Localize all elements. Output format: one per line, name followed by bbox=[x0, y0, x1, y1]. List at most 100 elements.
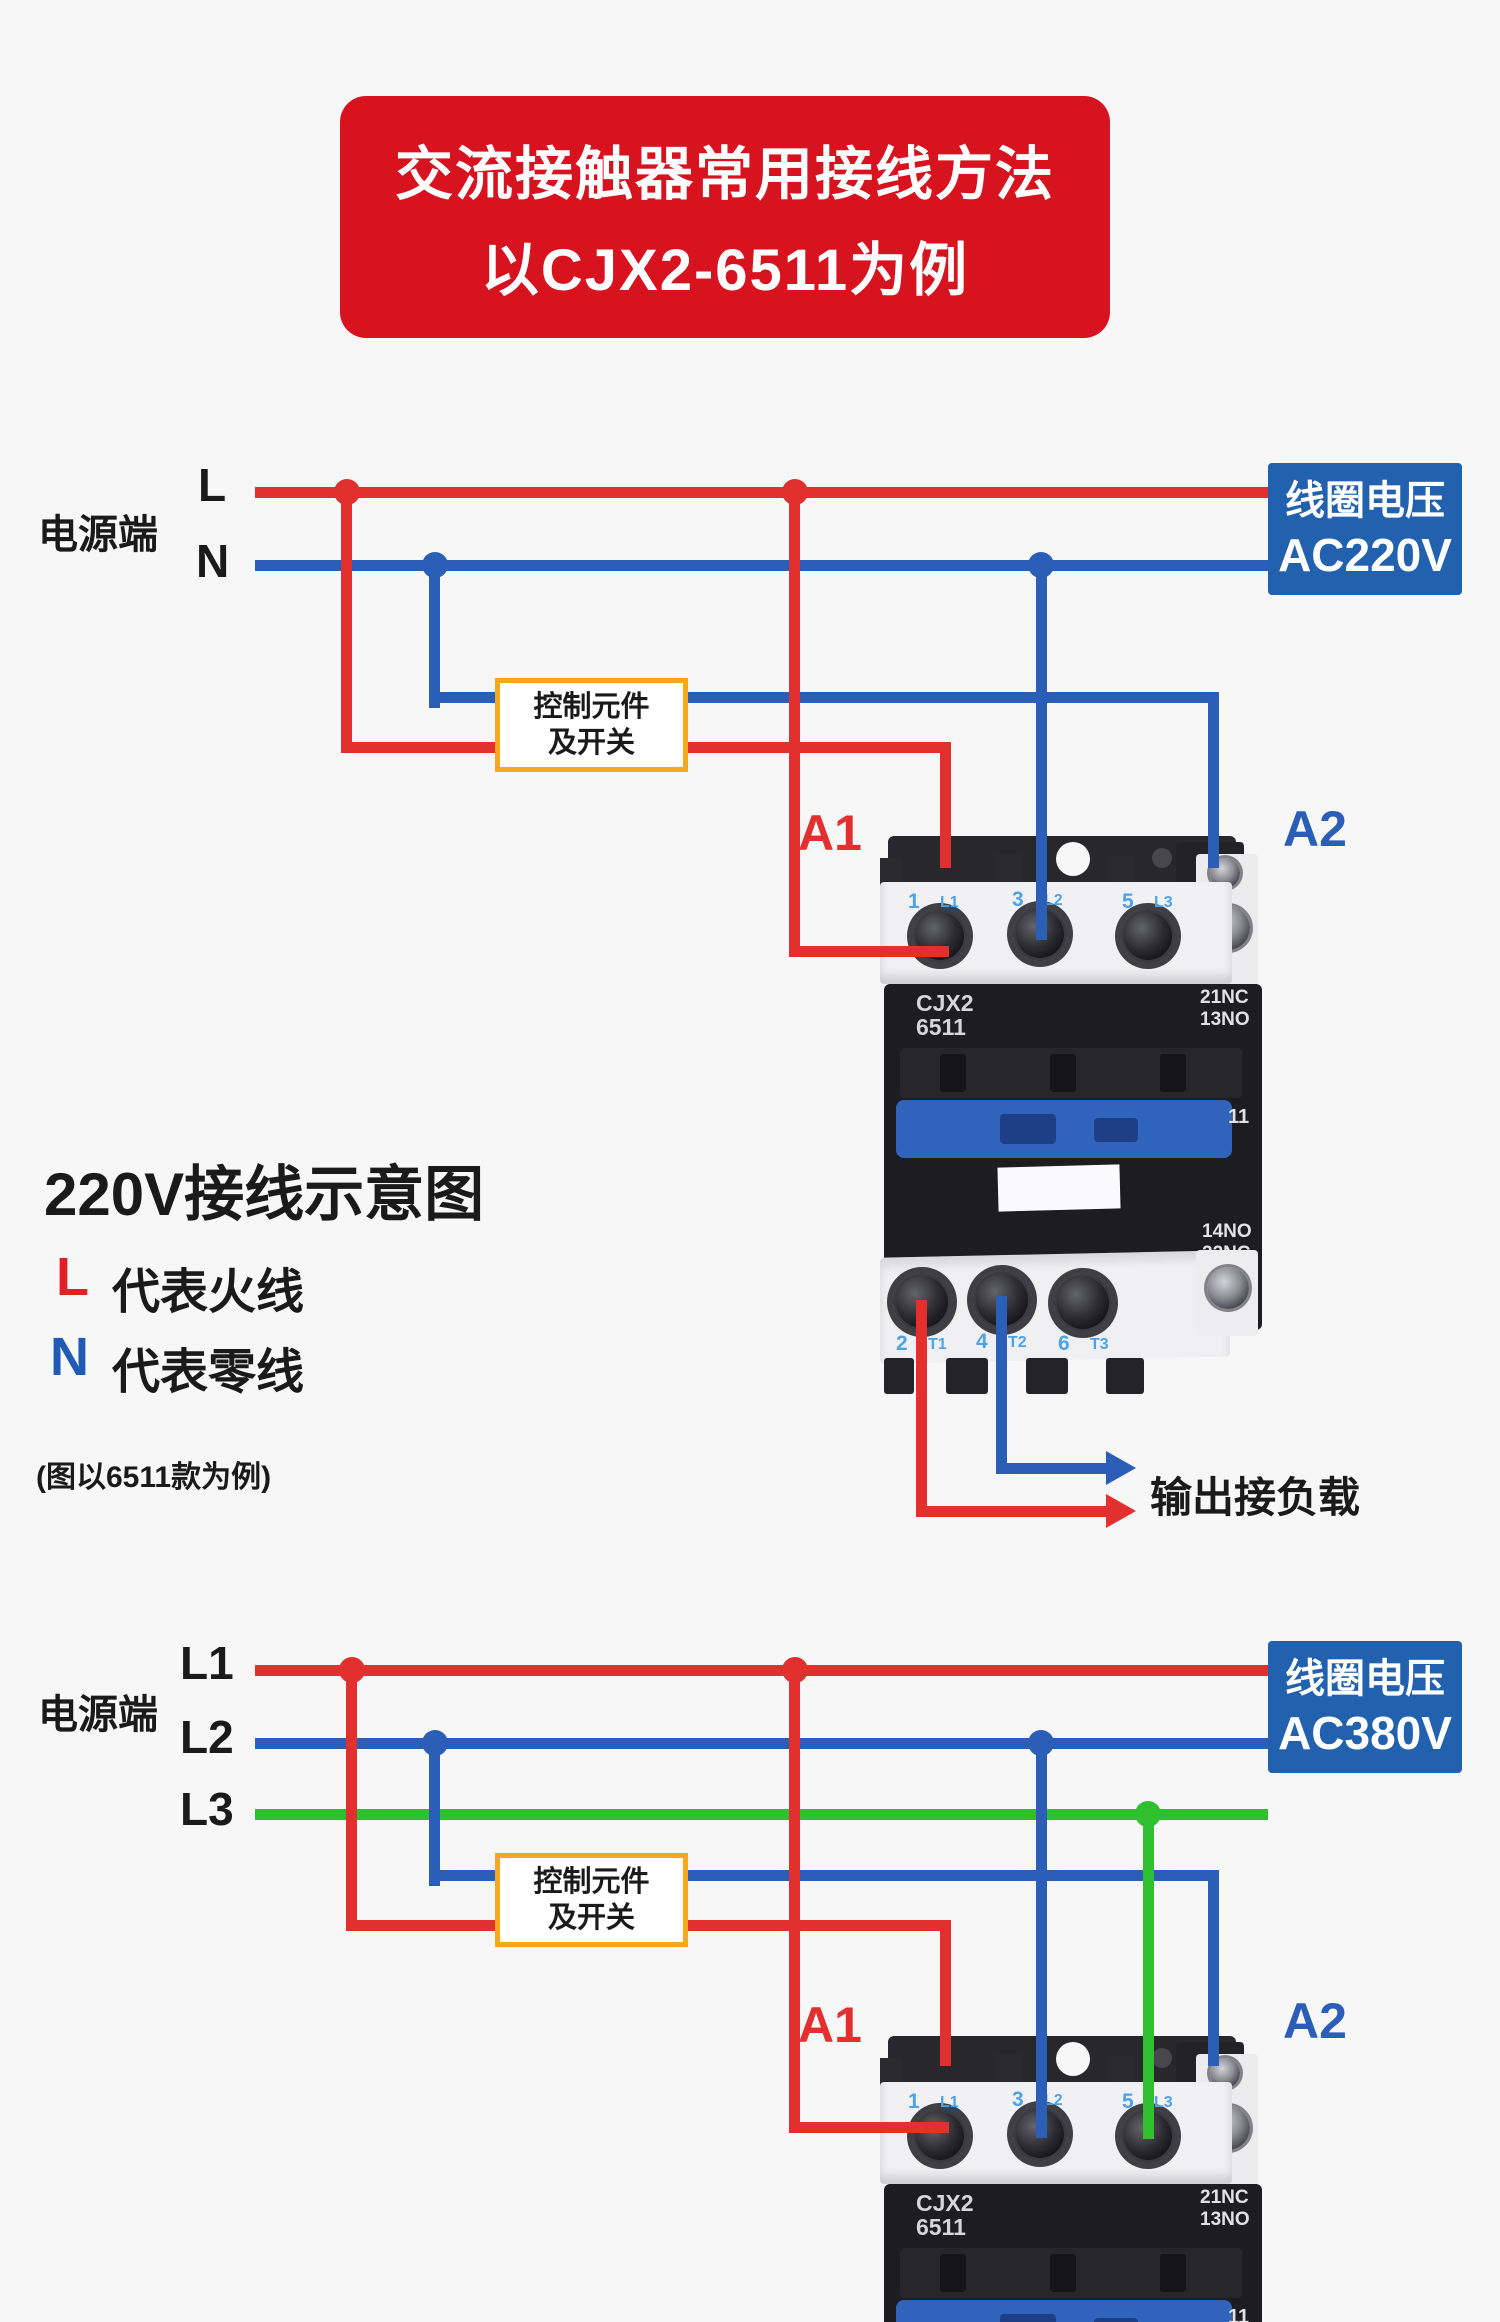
terminal-label: L1 bbox=[940, 894, 959, 911]
mounting-hole bbox=[1056, 842, 1090, 876]
banner-title-line2: 以CJX2-6511为例 bbox=[480, 238, 970, 303]
terminal-number: 2 bbox=[896, 1332, 908, 1355]
mounting-hole bbox=[1152, 2048, 1172, 2068]
wire-380v-line-L2 bbox=[255, 1738, 1268, 1749]
line-L3-label: L3 bbox=[180, 1783, 234, 1835]
coil-terminal-a1-label-380v: A1 bbox=[798, 1997, 862, 2053]
wire-220v-a1-horizontal bbox=[688, 742, 951, 753]
coil-terminal-a2-label-220v: A2 bbox=[1283, 801, 1347, 857]
power-source-label-220v: 电源端 bbox=[38, 513, 158, 557]
coil-box-line2: AC220V bbox=[1278, 529, 1452, 581]
label-patch bbox=[997, 1164, 1121, 1212]
line-L2-label: L2 bbox=[180, 1711, 234, 1763]
terminal-number: 3 bbox=[1012, 888, 1024, 911]
contactor-model-line2: 6511 bbox=[916, 2214, 966, 2240]
contactor-slot bbox=[940, 2254, 966, 2292]
wire-220v-output-red-drop bbox=[916, 1300, 927, 1517]
wire-380v-L1-to-control-horizontal bbox=[346, 1920, 495, 1931]
wire-220v-L-feed-to-terminal1 bbox=[789, 946, 949, 957]
aux-contact-label: 14NO bbox=[1202, 1221, 1252, 1242]
contactor-slot bbox=[1160, 2254, 1186, 2292]
junction-dot bbox=[422, 1730, 448, 1756]
terminal-number: 5 bbox=[1122, 2090, 1134, 2113]
terminal-label: L3 bbox=[1154, 894, 1173, 911]
wire-380v-L1-feed-to-terminal1 bbox=[789, 2122, 949, 2133]
wire-380v-a1-drop bbox=[940, 1920, 951, 2066]
wire-220v-a1-drop bbox=[940, 742, 951, 868]
wire-220v-line-L bbox=[255, 487, 1268, 498]
terminal-label: T1 bbox=[928, 1336, 947, 1353]
coil-box-line1: 线圈电压 bbox=[1285, 479, 1445, 523]
legend-title: 220V接线示意图 bbox=[44, 1161, 485, 1228]
aux-contact-label: 13NO bbox=[1200, 1009, 1250, 1030]
wire-220v-a2-horizontal bbox=[688, 692, 1219, 703]
wire-380v-line-L1 bbox=[255, 1665, 1268, 1676]
junction-dot bbox=[1028, 552, 1054, 578]
contactor-foot bbox=[946, 1358, 988, 1394]
control-box-line1: 控制元件 bbox=[533, 1866, 650, 1898]
side-label: 11 bbox=[1228, 2306, 1250, 2322]
wire-380v-L1-feed-drop bbox=[789, 1665, 800, 2133]
wire-220v-L-to-control-drop bbox=[341, 487, 352, 753]
terminal-number: 4 bbox=[976, 1330, 988, 1353]
contactor-slot bbox=[1050, 2254, 1076, 2292]
terminal-screw-5 bbox=[1121, 909, 1175, 963]
legend-note: (图以6511款为例) bbox=[36, 1461, 272, 1494]
wire-220v-L-feed-drop bbox=[789, 487, 800, 957]
line-L-label: L bbox=[198, 459, 227, 511]
output-arrow-blue-icon bbox=[1106, 1451, 1136, 1485]
coil-terminal-a2-label-380v: A2 bbox=[1283, 1993, 1347, 2049]
wire-380v-a2-horizontal bbox=[688, 1870, 1219, 1881]
legend-N-key: N bbox=[50, 1327, 89, 1387]
legend-L-key: L bbox=[56, 1247, 89, 1307]
aux-screw bbox=[1207, 1267, 1249, 1309]
junction-dot bbox=[1028, 1730, 1054, 1756]
legend-L-desc: 代表火线 bbox=[112, 1266, 305, 1319]
contactor-rocker bbox=[896, 2300, 1232, 2322]
wire-380v-L1-to-control-drop bbox=[346, 1665, 357, 1931]
junction-dot bbox=[334, 479, 360, 505]
coil-box-line2: AC380V bbox=[1278, 1707, 1452, 1759]
aux-contact-label: 21NC bbox=[1200, 2187, 1249, 2208]
junction-dot bbox=[339, 1657, 365, 1683]
contactor-photo-220v: 1 L1 3 L2 5 L3 CJX2 6511 21NC 13NO 11 14… bbox=[880, 836, 1270, 1396]
wire-380v-L2-to-control-horizontal bbox=[429, 1870, 495, 1881]
control-box-line2: 及开关 bbox=[547, 1902, 635, 1934]
coil-box-line1: 线圈电压 bbox=[1285, 1657, 1445, 1701]
coil-terminal-a1-label-220v: A1 bbox=[798, 805, 862, 861]
wire-380v-L2-feed-to-terminal3 bbox=[1036, 1738, 1047, 2138]
control-box-line1: 控制元件 bbox=[533, 691, 650, 723]
contactor-model-line2: 6511 bbox=[916, 1014, 966, 1040]
terminal-screw-1 bbox=[913, 2109, 967, 2163]
wire-380v-a2-drop bbox=[1208, 1870, 1219, 2066]
terminal-label: L2 bbox=[1044, 2092, 1063, 2109]
junction-dot bbox=[1135, 1801, 1161, 1827]
title-banner: 交流接触器常用接线方法 以CJX2-6511为例 bbox=[340, 96, 1110, 338]
contactor-model-line1: CJX2 bbox=[916, 2190, 974, 2216]
rocker-notch bbox=[1094, 1118, 1138, 1142]
line-N-label: N bbox=[196, 535, 230, 587]
aux-contact-label: 21NC bbox=[1200, 987, 1249, 1008]
contactor-slot bbox=[1160, 1054, 1186, 1092]
control-box-220v: 控制元件 及开关 bbox=[495, 678, 688, 772]
legend-N-desc: 代表零线 bbox=[112, 1346, 305, 1399]
terminal-number: 5 bbox=[1122, 890, 1134, 913]
rocker-notch bbox=[1094, 2318, 1138, 2322]
contactor-foot bbox=[884, 1358, 914, 1394]
wire-220v-line-N bbox=[255, 560, 1268, 571]
wire-220v-output-blue-horizontal bbox=[996, 1463, 1110, 1474]
contactor-slot bbox=[940, 1054, 966, 1092]
terminal-label: L3 bbox=[1154, 2094, 1173, 2111]
terminal-label: L2 bbox=[1044, 892, 1063, 909]
terminal-label: L1 bbox=[940, 2094, 959, 2111]
junction-dot bbox=[422, 552, 448, 578]
rocker-notch bbox=[1000, 2314, 1056, 2322]
contactor-foot bbox=[1026, 1358, 1068, 1394]
terminal-label: T2 bbox=[1008, 1334, 1027, 1351]
mounting-hole bbox=[1056, 2042, 1090, 2076]
output-load-label: 输出接负载 bbox=[1150, 1474, 1361, 1521]
terminal-number: 1 bbox=[908, 890, 920, 913]
mounting-hole bbox=[1152, 848, 1172, 868]
terminal-number: 6 bbox=[1058, 1332, 1070, 1355]
